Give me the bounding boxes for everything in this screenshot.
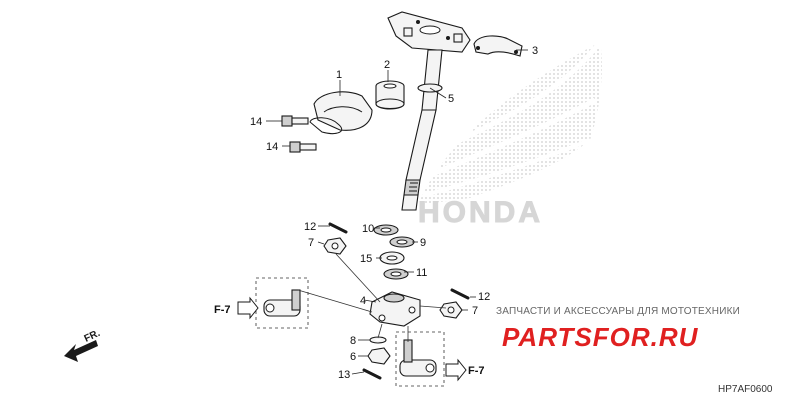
- callout-14-upper: 14: [250, 116, 262, 128]
- callout-1: 1: [336, 69, 342, 81]
- bushing: [375, 80, 405, 110]
- figure-code: HP7AF0600: [718, 384, 773, 395]
- castle-nut-lower: [367, 347, 391, 365]
- callout-14-lower: 14: [266, 141, 278, 153]
- callout-6: 6: [350, 351, 356, 363]
- cotter-pin-right: [450, 288, 470, 300]
- cotter-pin-lower: [362, 368, 382, 380]
- callout-11: 11: [416, 267, 427, 279]
- callout-7-left: 7: [308, 237, 314, 249]
- callout-12-left: 12: [304, 221, 316, 233]
- shaft-holder: [473, 35, 523, 57]
- assembly-guide-lines: [255, 253, 447, 387]
- steering-shaft: [387, 11, 471, 211]
- callout-8: 8: [350, 335, 356, 347]
- shop-brand: PARTSFOR.RU: [502, 322, 699, 352]
- flange-bolt-upper: [281, 115, 309, 127]
- steering-arm: [369, 291, 421, 327]
- front-direction-arrow-icon: FR.: [64, 328, 102, 362]
- shop-caption: ЗАПЧАСТИ И АКСЕССУАРЫ ДЛЯ МОТОТЕХНИКИ: [496, 306, 740, 317]
- callout-3: 3: [532, 45, 538, 57]
- frame-ref-left-label: F-7: [214, 304, 231, 316]
- flange-bolt-lower: [289, 141, 317, 153]
- dust-seal: [383, 268, 409, 280]
- callout-9: 9: [420, 237, 426, 249]
- callout-13: 13: [338, 369, 350, 381]
- shaft-holder-cap: [309, 91, 373, 135]
- callout-7-right: 7: [472, 305, 478, 317]
- frame-ref-left: F-7: [214, 296, 259, 320]
- oil-seal: [373, 224, 399, 236]
- honda-wing-logo-icon: [418, 40, 602, 205]
- callout-10: 10: [362, 223, 374, 235]
- callout-leaders: [266, 49, 528, 375]
- callout-2: 2: [384, 59, 390, 71]
- tie-rod-end-left: [263, 289, 301, 317]
- bearing-lower: [379, 251, 405, 265]
- callout-15: 15: [360, 253, 372, 265]
- callout-4: 4: [360, 295, 366, 307]
- frame-ref-right: F-7: [445, 358, 485, 382]
- bearing-upper: [389, 236, 415, 248]
- frame-ref-arrow-icon: [237, 296, 259, 320]
- frame-ref-right-label: F-7: [468, 365, 485, 377]
- callout-12-right: 12: [478, 291, 490, 303]
- honda-logo-text: HONDA: [418, 196, 543, 229]
- castle-nut-right: [439, 301, 463, 319]
- castle-nut-left: [323, 237, 347, 255]
- cotter-pin-left: [328, 222, 348, 234]
- tie-rod-end-right: [399, 339, 437, 377]
- direction-label: FR.: [83, 328, 102, 345]
- callout-5: 5: [448, 93, 454, 105]
- frame-ref-arrow-icon: [445, 358, 467, 382]
